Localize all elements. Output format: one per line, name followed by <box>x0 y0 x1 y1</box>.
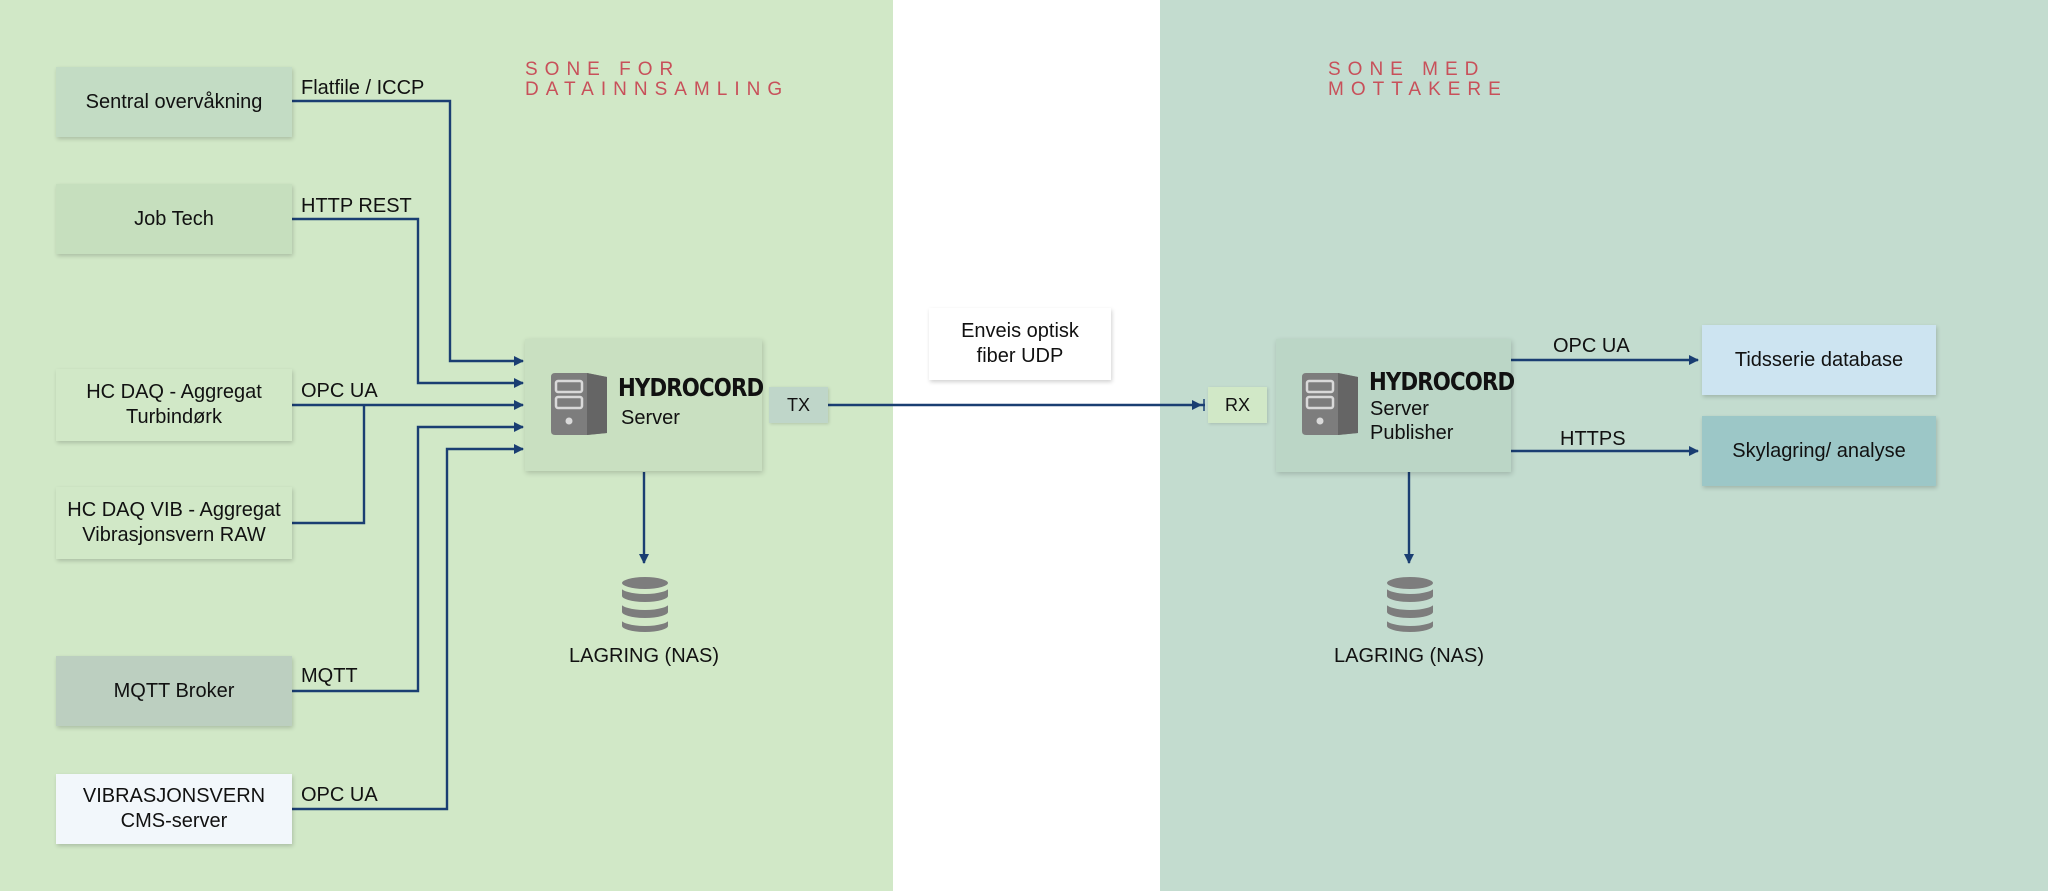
source-label: HC DAQ - Aggregat Turbindørk <box>86 381 262 428</box>
source-mqtt-broker[interactable]: MQTT Broker <box>56 656 292 726</box>
optical-link-label: Enveis optisk fiber UDP <box>929 308 1111 380</box>
output-label: Skylagring/ analyse <box>1732 439 1906 462</box>
receiver-zone-title-line2: MOTTAKERE <box>1328 79 1508 100</box>
wire-vibrasjonsvern <box>292 444 524 811</box>
protocol-label-opc-ua-out: OPC UA <box>1553 335 1630 357</box>
server-icon <box>551 373 607 435</box>
hydrocord-logo: HYDROCORD <box>618 373 764 402</box>
server-icon <box>1302 373 1358 435</box>
protocol-label-https: HTTPS <box>1560 428 1626 450</box>
source-label: MQTT Broker <box>113 679 235 702</box>
storage-label-right: LAGRING (NAS) <box>1333 645 1485 667</box>
server-label: Server <box>621 407 680 429</box>
wire-hcdaqvib <box>292 405 366 525</box>
output-skylagring-analyse[interactable]: Skylagring/ analyse <box>1702 416 1936 486</box>
wire-jobtech <box>292 217 524 388</box>
source-label: Job Tech <box>134 207 214 230</box>
protocol-label-opc-ua-1: OPC UA <box>301 380 378 402</box>
hydrocord-logo: HYDROCORD <box>1369 367 1515 396</box>
protocol-label-mqtt: MQTT <box>301 665 358 687</box>
protocol-label-http-rest: HTTP REST <box>301 195 412 217</box>
rx-port-label: RX <box>1224 394 1250 415</box>
source-hc-daq-vib[interactable]: HC DAQ VIB - Aggregat Vibrasjonsvern RAW <box>56 487 292 559</box>
optical-link-text: Enveis optisk fiber UDP <box>961 320 1079 367</box>
receiver-zone-title-line1: SONE MED <box>1328 59 1486 80</box>
wire-mqtt <box>292 422 524 693</box>
database-icon-right <box>1385 575 1435 634</box>
protocol-label-opc-ua-2: OPC UA <box>301 784 378 806</box>
source-hc-daq-turbindork[interactable]: HC DAQ - Aggregat Turbindørk <box>56 369 292 441</box>
server-publisher-label: Server Publisher <box>1370 398 1454 444</box>
wire-sentral <box>292 99 524 366</box>
output-label: Tidsserie database <box>1734 348 1904 371</box>
hydrocord-server[interactable]: HYDROCORD Server <box>525 339 764 471</box>
source-label: Sentral overvåkning <box>85 90 263 113</box>
tx-port-label: TX <box>786 394 810 415</box>
rx-port: RX <box>1208 387 1267 423</box>
protocol-label-flatfile: Flatfile / ICCP <box>301 77 425 99</box>
source-sentral-overvakning[interactable]: Sentral overvåkning <box>56 67 292 137</box>
source-label: VIBRASJONSVERN CMS-server <box>82 785 266 832</box>
collection-zone-title-line1: SONE FOR <box>525 59 681 80</box>
source-job-tech[interactable]: Job Tech <box>56 184 292 254</box>
hydrocord-server-publisher[interactable]: HYDROCORD Server Publisher <box>1276 339 1515 472</box>
source-vibrasjonsvern-cms[interactable]: VIBRASJONSVERN CMS-server <box>56 774 292 844</box>
collection-zone-title-line2: DATAINNSAMLING <box>525 79 790 100</box>
collection-zone-title: SONE FOR DATAINNSAMLING <box>525 60 789 100</box>
database-icon-left <box>620 575 670 634</box>
tx-port: TX <box>769 387 828 423</box>
source-label: HC DAQ VIB - Aggregat Vibrasjonsvern RAW <box>67 499 281 546</box>
output-tidsserie-database[interactable]: Tidsserie database <box>1702 325 1936 395</box>
storage-label-left: LAGRING (NAS) <box>568 645 720 667</box>
receiver-zone-title: SONE MED MOTTAKERE <box>1328 60 1508 100</box>
